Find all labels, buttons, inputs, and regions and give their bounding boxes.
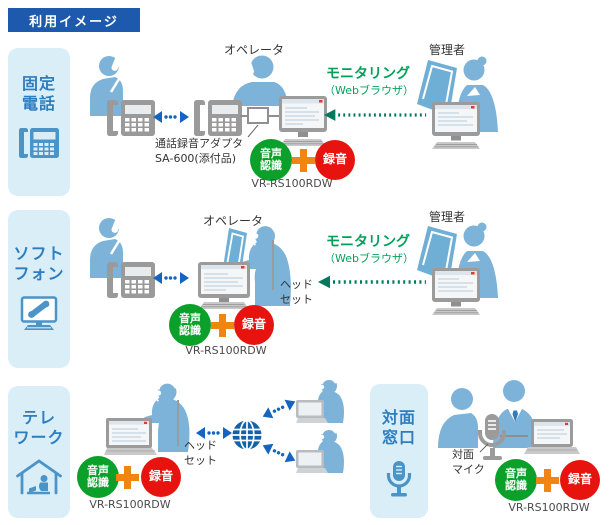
desk-phone-left-row1	[107, 100, 155, 136]
category-telework: テレ ワーク	[8, 386, 70, 518]
globe-icon	[231, 419, 263, 451]
monitoring-label-row1: モニタリング	[326, 66, 410, 82]
plus-icon-row1	[292, 149, 315, 172]
voice-recognition-badge-row1: 音声 認識	[250, 139, 292, 181]
model-label-row3: VR-RS100RDW	[89, 498, 171, 511]
web-browser-label-row2: （Webブラウザ）	[324, 252, 414, 265]
monitoring-label-row2: モニタリング	[326, 234, 410, 250]
recording-badge-row2: 録音	[234, 305, 274, 345]
page-title-text: 利用イメージ	[29, 14, 119, 30]
operator-pc-row1	[277, 96, 329, 148]
network-arrow-up	[260, 395, 299, 423]
desk-phone-operator-row1	[194, 100, 242, 136]
voice-recognition-badge-row4: 音声 認識	[495, 459, 537, 501]
manager-workstation-row1	[415, 52, 500, 154]
category-softphone: ソフト フォン	[8, 210, 70, 368]
category-fixed-phone-label: 固定 電話	[21, 74, 56, 113]
face-mic-label: 対面 マイク	[452, 448, 485, 476]
headset-label-row3: ヘッド セット	[184, 439, 217, 467]
remote-worker-top	[296, 377, 346, 425]
mic-leader-line	[479, 443, 489, 453]
telework-house-icon	[16, 459, 62, 495]
network-arrow-down	[260, 439, 299, 467]
recording-adapter-box	[247, 107, 269, 124]
category-telework-label: テレ ワーク	[13, 408, 65, 447]
remote-worker-bottom	[296, 427, 346, 475]
recording-badge-row1: 録音	[315, 140, 355, 180]
page-title: 利用イメージ	[8, 8, 140, 32]
call-arrow-row1	[153, 110, 189, 124]
category-counter-label: 対面 窓口	[381, 408, 416, 447]
operator-label-row1: オペレータ	[224, 43, 285, 57]
category-softphone-label: ソフト フォン	[13, 244, 65, 283]
desk-phone-row2	[107, 262, 155, 298]
customer-silhouette	[436, 386, 480, 448]
mic-connection-line	[500, 435, 528, 437]
monitoring-arrow-row2	[318, 275, 428, 289]
call-arrow-row2	[153, 271, 189, 285]
counter-laptop	[524, 419, 580, 457]
model-label-row4: VR-RS100RDW	[508, 501, 590, 514]
voice-recognition-badge-row3: 音声 認識	[77, 456, 119, 498]
monitoring-arrow-row1	[324, 108, 428, 122]
category-counter: 対面 窓口	[370, 384, 428, 518]
adapter-label: 通話録音アダプタ SA-600(添付品)	[155, 137, 243, 165]
headset-leader-row3	[177, 400, 179, 446]
plus-icon-row4	[536, 469, 559, 492]
voice-recognition-badge-row2: 音声 認識	[169, 304, 211, 346]
recording-badge-row3: 録音	[141, 457, 181, 497]
desk-phone-icon	[19, 128, 59, 158]
headset-label-row2: ヘッド セット	[280, 278, 313, 306]
model-label-row2: VR-RS100RDW	[185, 344, 267, 357]
microphone-icon	[386, 461, 412, 499]
headset-leader-row2	[272, 240, 274, 290]
manager-workstation-row2	[415, 218, 500, 320]
plus-icon-row3	[116, 466, 139, 489]
category-fixed-phone: 固定 電話	[8, 48, 70, 196]
model-label-row1: VR-RS100RDW	[251, 177, 333, 190]
web-browser-label-row1: （Webブラウザ）	[324, 84, 414, 97]
adapter-leader-line	[247, 124, 259, 138]
operator-label-row2: オペレータ	[203, 214, 264, 228]
manager-label-row1: 管理者	[429, 43, 466, 57]
recording-badge-row4: 録音	[560, 460, 600, 500]
manager-label-row2: 管理者	[429, 210, 466, 224]
softphone-monitor-icon	[19, 296, 59, 332]
plus-icon-row2	[211, 314, 234, 337]
network-arrow-left	[196, 426, 232, 440]
